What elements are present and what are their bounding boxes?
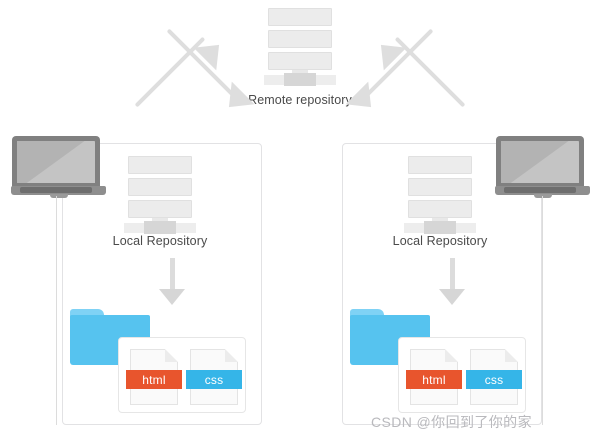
- left-node-panel: [62, 143, 262, 425]
- right-file-css: css: [466, 349, 522, 405]
- left-down-arrow: [148, 258, 196, 306]
- left-laptop-icon: [11, 136, 106, 200]
- right-local-server-icon: [404, 156, 476, 234]
- right-file-html: html: [406, 349, 462, 405]
- right-node-panel: [342, 143, 542, 425]
- left-local-server-icon: [124, 156, 196, 234]
- right-laptop-icon: [495, 136, 590, 200]
- left-file-css-label: css: [186, 370, 242, 389]
- remote-server-icon: [264, 8, 336, 86]
- right-file-html-label: html: [406, 370, 462, 389]
- csdn-watermark: CSDN @你回到了你的家: [371, 414, 532, 430]
- left-file-css: css: [186, 349, 242, 405]
- arrow-left-pull: [166, 28, 278, 138]
- right-file-css-label: css: [466, 370, 522, 389]
- left-file-html-label: html: [126, 370, 182, 389]
- right-laptop-connector: [542, 196, 543, 425]
- right-local-repository-label: Local Repository: [392, 234, 488, 248]
- left-local-repository-label: Local Repository: [112, 234, 208, 248]
- remote-repository-label: Remote repository: [248, 93, 352, 107]
- left-file-html: html: [126, 349, 182, 405]
- left-laptop-connector: [56, 196, 57, 425]
- right-down-arrow: [428, 258, 476, 306]
- arrow-right-pull: [345, 28, 542, 138]
